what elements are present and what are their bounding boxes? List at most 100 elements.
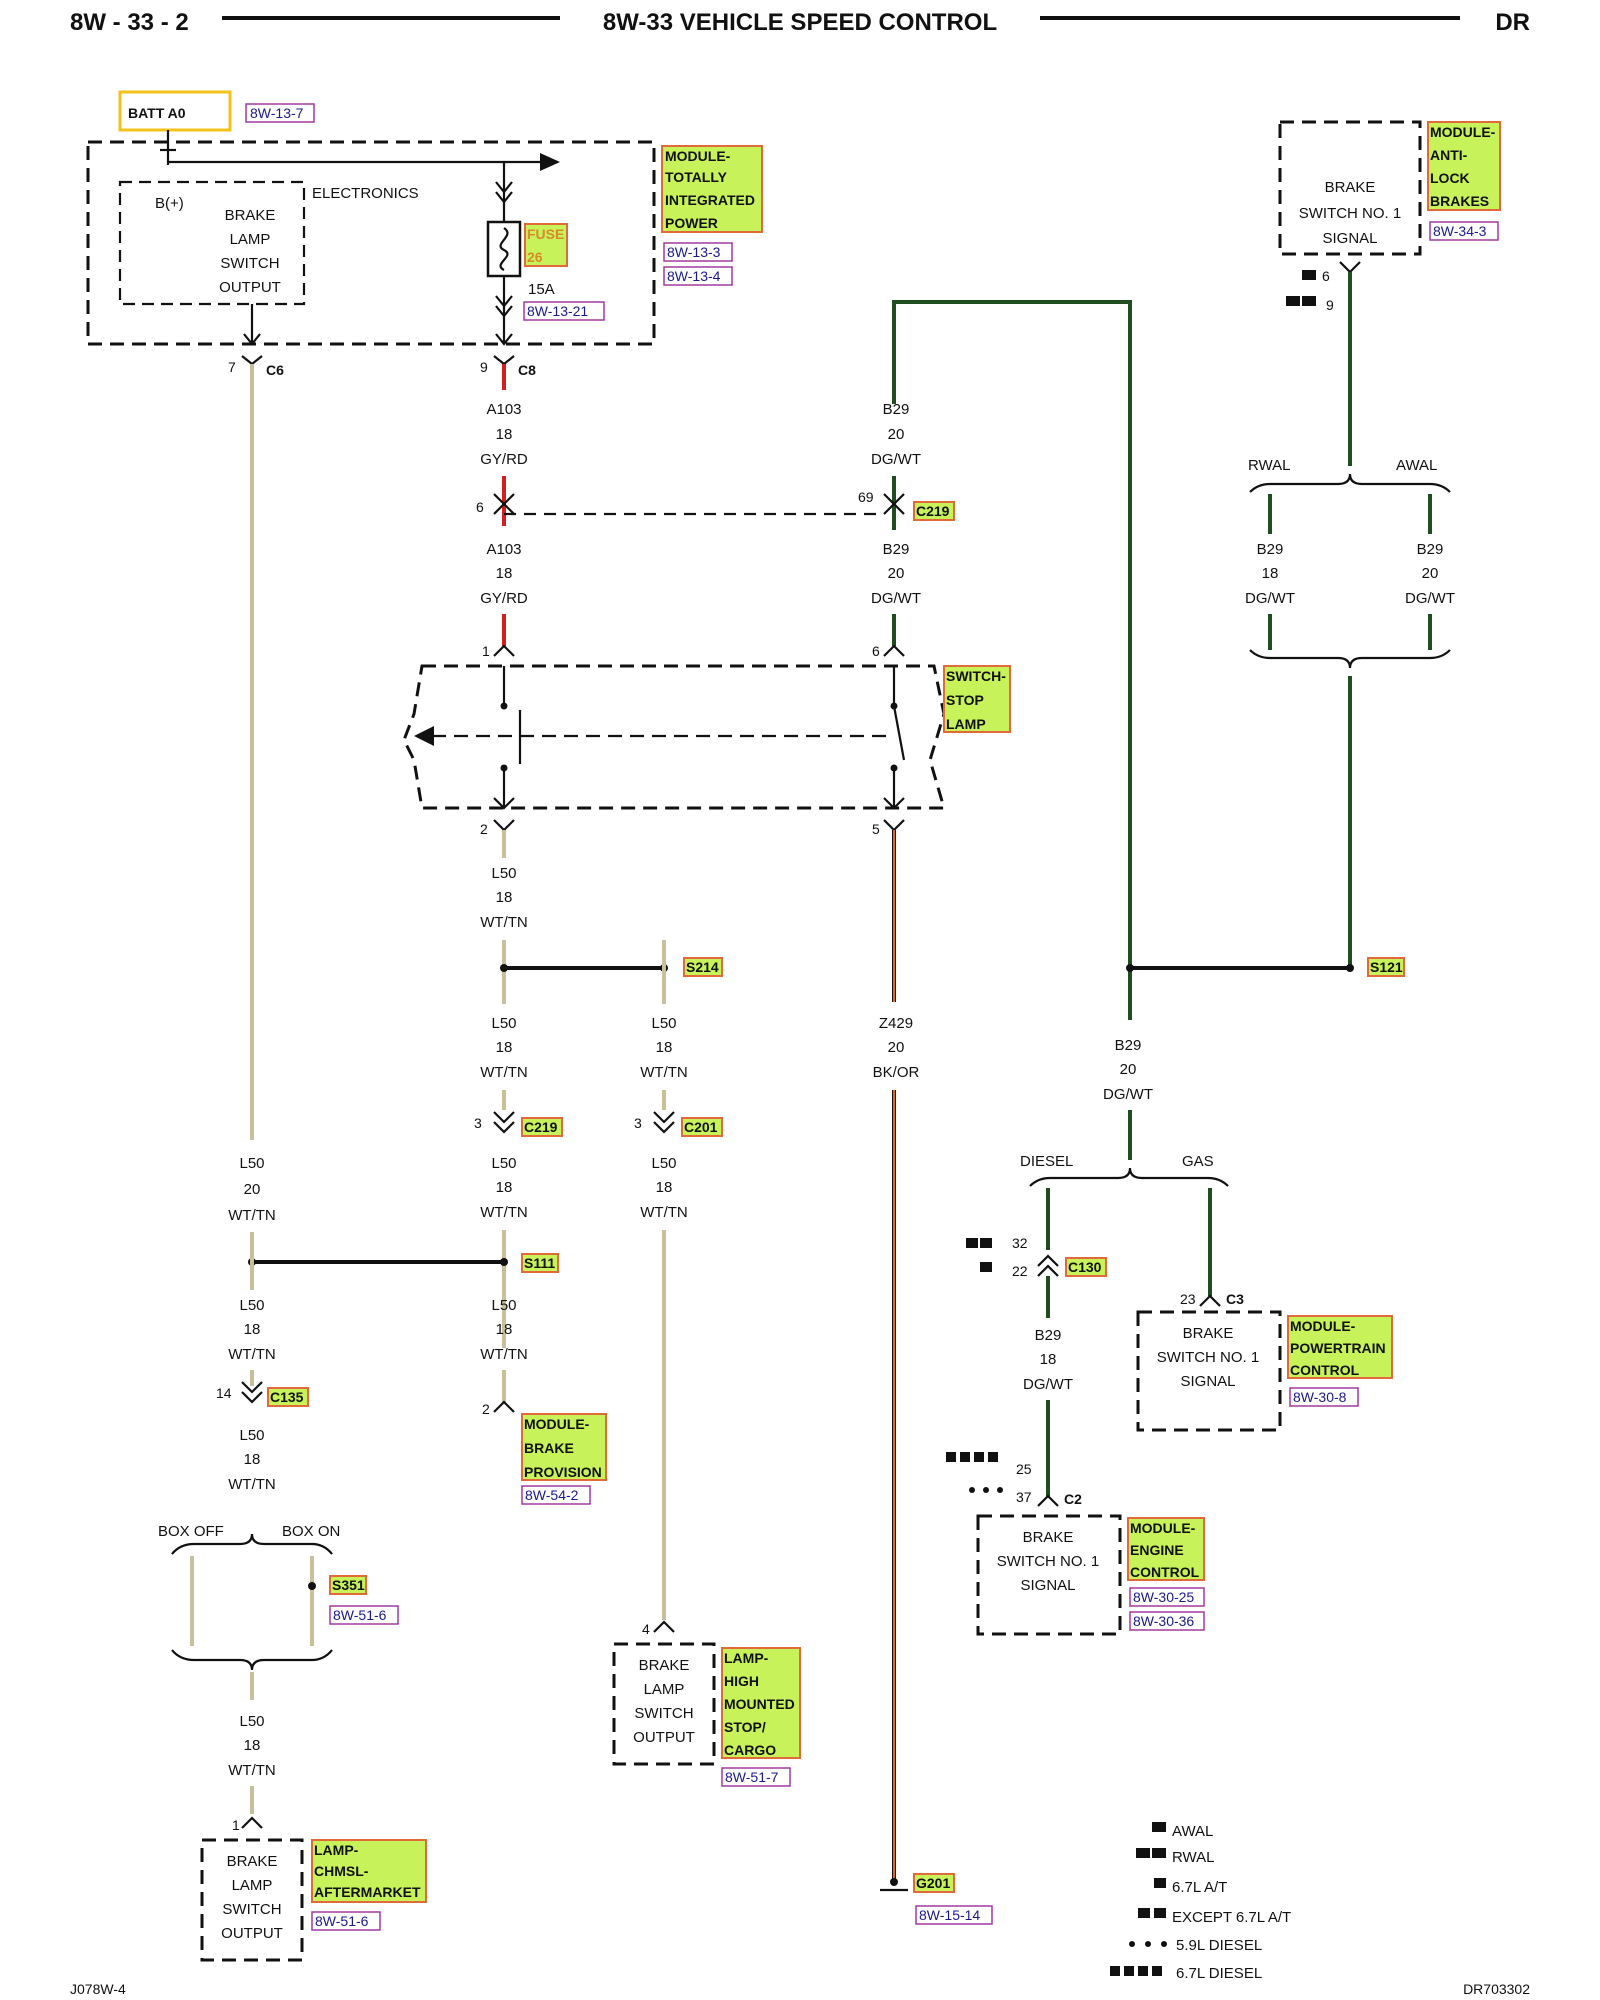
b29-wire-loop [892,300,1132,972]
svg-text:20: 20 [888,1039,905,1056]
svg-text:20: 20 [1422,565,1439,582]
svg-text:MOUNTED: MOUNTED [724,1696,795,1712]
svg-text:WT/TN: WT/TN [480,1064,527,1081]
svg-text:8W-30-8[interactable]: 8W-30-8 [1293,1389,1347,1405]
svg-text:C8: C8 [518,362,536,378]
svg-text:STOP/: STOP/ [724,1719,766,1735]
svg-text:L50: L50 [239,1427,264,1444]
svg-text:18: 18 [656,1179,673,1196]
legend: AWAL RWAL 6.7L A/T EXCEPT 6.7L A/T 5.9L … [1110,1822,1291,1982]
svg-text:6: 6 [872,643,880,659]
svg-text:SWITCH-: SWITCH- [946,668,1006,684]
svg-text:6: 6 [476,499,484,515]
c219-connector-label: C219 [916,503,950,519]
footer-left: J078W-4 [70,1981,126,1997]
legend-rwal: RWAL [1172,1849,1215,1866]
svg-text:18: 18 [1040,1351,1057,1368]
svg-text:WT/TN: WT/TN [480,914,527,931]
svg-text:OUTPUT: OUTPUT [633,1729,695,1746]
box-option-brace-top [171,1533,333,1555]
svg-text:8W-51-6[interactable]: 8W-51-6 [315,1913,369,1929]
svg-text:20: 20 [1120,1061,1137,1078]
svg-text:SIGNAL: SIGNAL [1180,1373,1235,1390]
svg-text:FUSE: FUSE [527,226,564,242]
g201-ref[interactable]: 8W-15-14 [919,1907,980,1923]
svg-text:8W-51-7[interactable]: 8W-51-7 [725,1769,779,1785]
svg-text:BRAKES: BRAKES [1430,193,1489,209]
legend-except-icon [1138,1908,1150,1918]
chmsl-tag [311,1839,427,1903]
svg-text:8W-13-3[interactable]: 8W-13-3 [667,244,721,260]
svg-text:DG/WT: DG/WT [1405,590,1455,607]
svg-text:BRAKE: BRAKE [639,1657,690,1674]
svg-text:37: 37 [1016,1489,1032,1505]
fuse-amp: 15A [528,281,555,298]
rwal-awal-brace-bottom [1249,649,1451,669]
rwal-marker-icon [1286,296,1300,306]
switch-contact-b [892,705,906,761]
svg-text:23: 23 [1180,1291,1196,1307]
svg-text:SWITCH: SWITCH [220,255,279,272]
svg-text:L50: L50 [239,1297,264,1314]
svg-text:LOCK: LOCK [1430,170,1470,186]
svg-text:BRAKE: BRAKE [225,207,276,224]
model-code: DR [1495,9,1530,36]
brake-lamp-output-box [118,180,306,306]
svg-text:BRAKE: BRAKE [1023,1529,1074,1546]
svg-text:WT/TN: WT/TN [640,1064,687,1081]
svg-text:18: 18 [496,426,513,443]
svg-text:L50: L50 [239,1155,264,1172]
svg-text:20: 20 [888,426,905,443]
svg-text:18: 18 [496,1321,513,1338]
svg-text:3: 3 [474,1115,482,1131]
svg-text:L50: L50 [651,1155,676,1172]
svg-text:B29: B29 [1257,541,1284,558]
batt-ref[interactable]: 8W-13-7 [250,105,304,121]
footer-right: DR703302 [1463,1981,1530,1997]
svg-text:DG/WT: DG/WT [1103,1086,1153,1103]
svg-text:SWITCH NO. 1: SWITCH NO. 1 [1157,1349,1260,1366]
svg-text:DG/WT: DG/WT [1023,1376,1073,1393]
svg-text:18: 18 [244,1737,261,1754]
brake-provision-tag [521,1413,607,1481]
svg-text:DIESEL: DIESEL [1020,1153,1073,1170]
legend-67d-icon [1110,1966,1120,1976]
s121-label: S121 [1370,959,1403,975]
svg-text:8W-30-36[interactable]: 8W-30-36 [1133,1613,1194,1629]
batt-label: BATT A0 [128,105,186,121]
svg-text:BRAKE: BRAKE [1183,1325,1234,1342]
svg-text:WT/TN: WT/TN [228,1346,275,1363]
svg-text:26: 26 [527,249,543,265]
svg-text:WT/TN: WT/TN [480,1204,527,1221]
actuator-arrow-icon [414,726,434,746]
svg-text:3: 3 [634,1115,642,1131]
svg-text:BOX OFF: BOX OFF [158,1523,224,1540]
svg-text:7: 7 [228,359,236,375]
svg-text:8W-51-6[interactable]: 8W-51-6 [333,1607,387,1623]
pcm-module-box [1136,1310,1282,1432]
svg-text:18: 18 [496,565,513,582]
tipm-tag [661,145,763,233]
svg-text:8W-54-2[interactable]: 8W-54-2 [525,1487,579,1503]
svg-text:8W-34-3[interactable]: 8W-34-3 [1433,223,1487,239]
svg-text:8W-13-4[interactable]: 8W-13-4 [667,268,721,284]
c3-label: C3 [1226,1291,1244,1307]
ecm-tag [1127,1517,1205,1581]
svg-text:MODULE-: MODULE- [1130,1520,1196,1536]
svg-text:8W-30-25[interactable]: 8W-30-25 [1133,1589,1194,1605]
svg-text:LAMP-: LAMP- [724,1650,769,1666]
svg-text:ANTI-: ANTI- [1430,147,1468,163]
svg-text:WT/TN: WT/TN [640,1204,687,1221]
svg-text:9: 9 [480,359,488,375]
hmsl-lamp-box [612,1642,716,1766]
c130-label: C130 [1068,1259,1102,1275]
svg-text:18: 18 [1262,565,1279,582]
batt-label-box [118,90,232,132]
svg-text:2: 2 [480,821,488,837]
fuse-ref[interactable]: 8W-13-21 [527,303,588,319]
svg-text:B29: B29 [883,541,910,558]
b-plus-label: B(+) [155,195,184,212]
bus-arrow-icon [540,153,560,171]
g201-label: G201 [916,1875,950,1891]
